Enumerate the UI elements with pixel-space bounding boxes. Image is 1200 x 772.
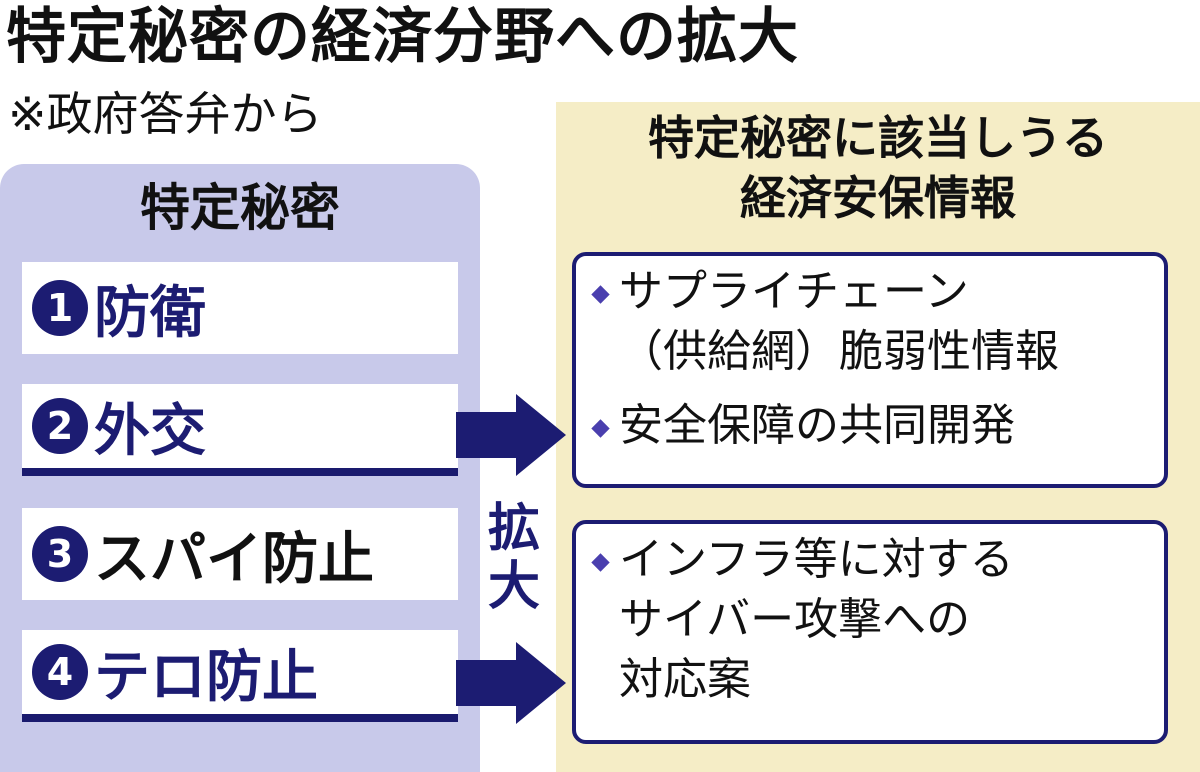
bullet-text: インフラ等に対する [619, 534, 1014, 585]
right-heading-line: 経済安保情報 [740, 171, 1016, 225]
number-badge: 4 [32, 644, 88, 700]
diamond-bullet-icon [591, 285, 610, 304]
bullet-text: 対応案 [619, 654, 751, 705]
right-heading-line: 特定秘密に該当しうる [648, 111, 1108, 165]
expand-label: 拡 大 [484, 500, 544, 616]
item-label: テロ防止 [94, 644, 318, 710]
diagram-title: 特定秘密の経済分野への拡大 [6, 2, 799, 72]
info-box-supply: サプライチェーン （供給網）脆弱性情報 安全保障の共同開発 [572, 252, 1168, 488]
diamond-bullet-icon [591, 553, 610, 572]
diamond-bullet-icon [591, 419, 610, 438]
expand-char: 大 [487, 557, 540, 617]
expand-char: 拡 [487, 499, 540, 559]
bullet-text: （供給網）脆弱性情報 [619, 326, 1059, 377]
bullet-item: サプライチェーン （供給網）脆弱性情報 [591, 262, 1152, 382]
number-badge: 3 [32, 526, 88, 582]
arrow-diplomacy-icon [456, 394, 566, 476]
number-badge: 1 [32, 280, 88, 336]
item-diplomacy: 2 外交 [22, 384, 458, 476]
bullet-text: 安全保障の共同開発 [619, 400, 1015, 451]
left-heading: 特定秘密 [140, 179, 340, 237]
bullet-text: サイバー攻撃への [619, 594, 971, 645]
bullet-item: 安全保障の共同開発 [591, 396, 1152, 456]
number-badge: 2 [32, 398, 88, 454]
item-label: 防衛 [94, 280, 206, 346]
item-label: 外交 [94, 398, 206, 464]
info-box-cyber: インフラ等に対する サイバー攻撃への 対応案 [572, 520, 1168, 744]
item-anti-espionage: 3 スパイ防止 [22, 508, 458, 600]
bullet-item: インフラ等に対する サイバー攻撃への 対応案 [591, 530, 1152, 710]
arrow-terrorism-icon [456, 642, 566, 724]
item-defense: 1 防衛 [22, 262, 458, 354]
item-anti-terrorism: 4 テロ防止 [22, 630, 458, 722]
item-label: スパイ防止 [94, 526, 374, 592]
right-heading: 特定秘密に該当しうる 経済安保情報 [556, 108, 1200, 228]
bullet-text: サプライチェーン [619, 266, 969, 317]
source-note: ※政府答弁から [8, 87, 323, 141]
